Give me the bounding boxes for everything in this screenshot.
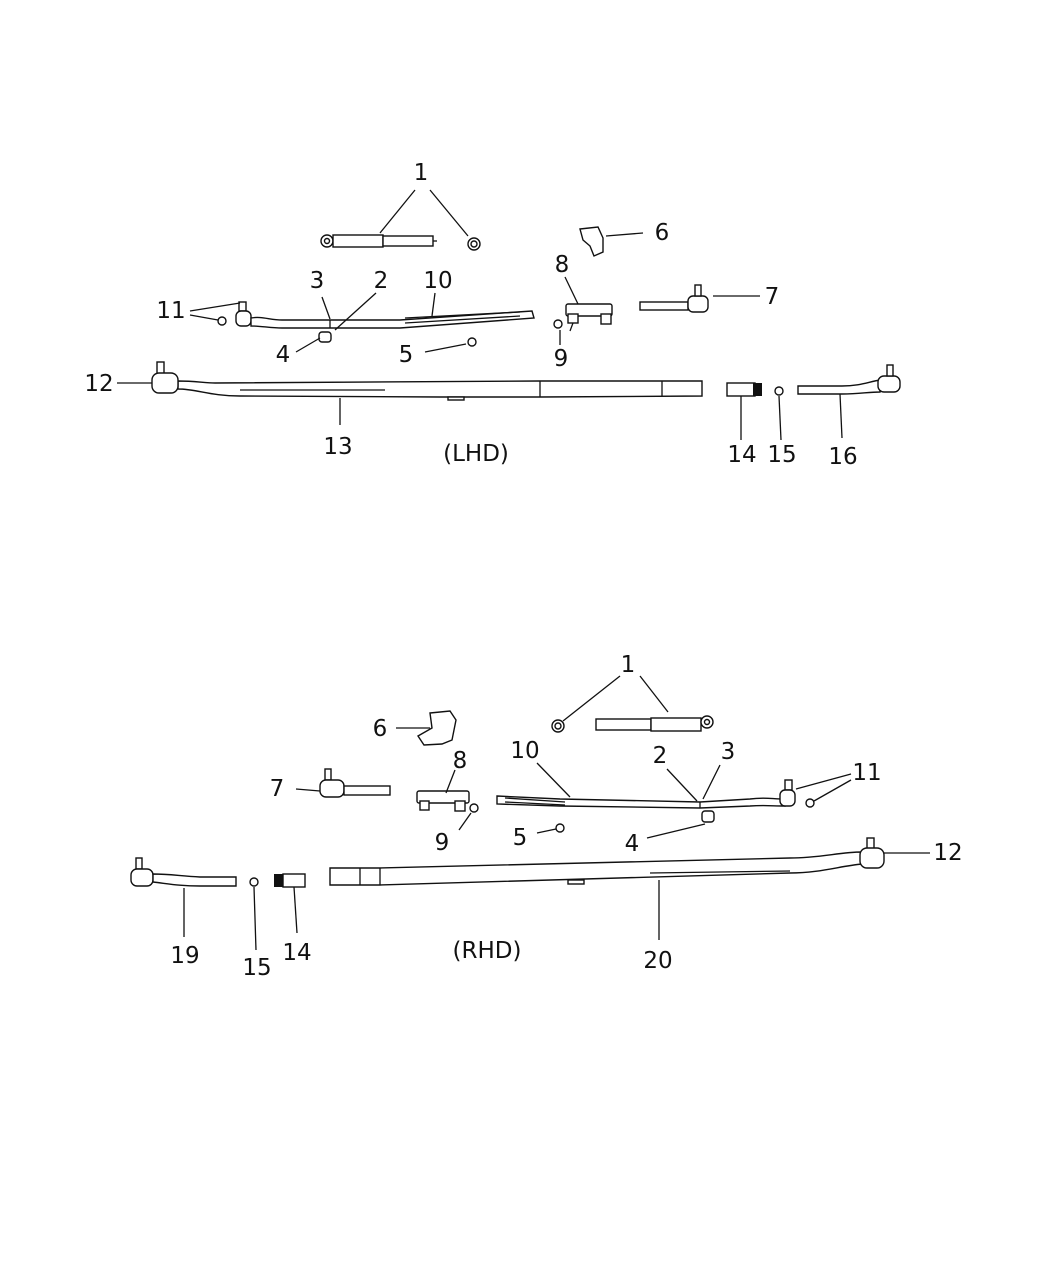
callout-15: 15: [242, 955, 271, 981]
adjuster-sleeve-part: [274, 873, 306, 888]
damper-bracket-part: [579, 226, 604, 257]
lhd-callouts: 1 6 8 3 2 10 7 11 4 5 9 12 13 14 15 16: [84, 160, 857, 470]
callout-11: 11: [156, 298, 185, 324]
callout-1: 1: [621, 652, 636, 678]
callout-8: 8: [453, 748, 468, 774]
callout-5: 5: [513, 825, 528, 851]
lhd-caption: (LHD): [443, 441, 509, 467]
drag-link-stud-part: [318, 331, 332, 343]
sleeve-nut-part: [774, 386, 784, 396]
ball-joint-nut-part: [217, 301, 252, 327]
rhd-group: 1 6 10 2 3 8 11 7 9 5 4 12 19 15 14 20 (…: [130, 652, 963, 981]
rhd-callouts: 1 6 10 2 3 8 11 7 9 5 4 12 19 15 14 20: [170, 652, 962, 981]
rhd-caption: (RHD): [453, 938, 522, 964]
tie-rod-tube-part: [177, 380, 703, 401]
damper-bushing-part: [467, 237, 481, 251]
callout-2: 2: [374, 268, 389, 294]
rhd-leader-lines: [183, 675, 930, 951]
callout-14: 14: [727, 442, 756, 468]
callout-20: 20: [643, 948, 672, 974]
callout-6: 6: [373, 716, 388, 742]
callout-9: 9: [435, 830, 450, 856]
drag-link-part: [496, 795, 786, 809]
callout-7: 7: [270, 776, 285, 802]
callout-3: 3: [310, 268, 325, 294]
tie-rod-clamp-part: [565, 303, 613, 332]
drag-link-part: [250, 310, 535, 329]
steering-damper-part: [320, 234, 437, 248]
callout-11: 11: [852, 760, 881, 786]
callout-13: 13: [323, 434, 352, 460]
callout-14: 14: [282, 940, 311, 966]
tie-rod-clamp-part: [416, 790, 470, 812]
tie-rod-ball-joint-part: [859, 837, 885, 869]
tie-rod-end-part: [639, 284, 709, 313]
clamp-nut-part: [469, 803, 479, 813]
adjuster-sleeve-part: [726, 382, 762, 397]
jam-nut-part: [467, 337, 477, 347]
outer-tie-rod-end-part: [797, 364, 901, 395]
callout-7: 7: [765, 284, 780, 310]
callout-12: 12: [84, 371, 113, 397]
callout-16: 16: [828, 444, 857, 470]
callout-2: 2: [653, 743, 668, 769]
callout-4: 4: [625, 831, 640, 857]
callout-10: 10: [423, 268, 452, 294]
callout-12: 12: [933, 840, 962, 866]
clamp-nut-part: [553, 319, 563, 329]
sleeve-nut-part: [249, 877, 259, 887]
callout-1: 1: [414, 160, 429, 186]
damper-bushing-part: [551, 719, 565, 733]
callout-4: 4: [276, 342, 291, 368]
ball-joint-nut-part: [779, 779, 815, 808]
drag-link-stud-part: [701, 810, 715, 823]
outer-tie-rod-end-part: [130, 857, 237, 887]
tie-rod-tube-part: [329, 851, 863, 886]
tie-rod-end-part: [319, 768, 391, 798]
steering-damper-part: [595, 715, 714, 732]
callout-10: 10: [510, 738, 539, 764]
damper-bracket-part: [417, 710, 457, 746]
callout-8: 8: [555, 252, 570, 278]
jam-nut-part: [555, 823, 565, 833]
tie-rod-ball-joint-part: [151, 361, 179, 394]
callout-5: 5: [399, 342, 414, 368]
callout-3: 3: [721, 739, 736, 765]
callout-19: 19: [170, 943, 199, 969]
callout-15: 15: [767, 442, 796, 468]
lhd-leader-lines: [117, 189, 843, 441]
callout-6: 6: [655, 220, 670, 246]
lhd-group: 1 6 8 3 2 10 7 11 4 5 9 12 13 14 15 16 (…: [84, 160, 901, 470]
callout-9: 9: [554, 346, 569, 372]
